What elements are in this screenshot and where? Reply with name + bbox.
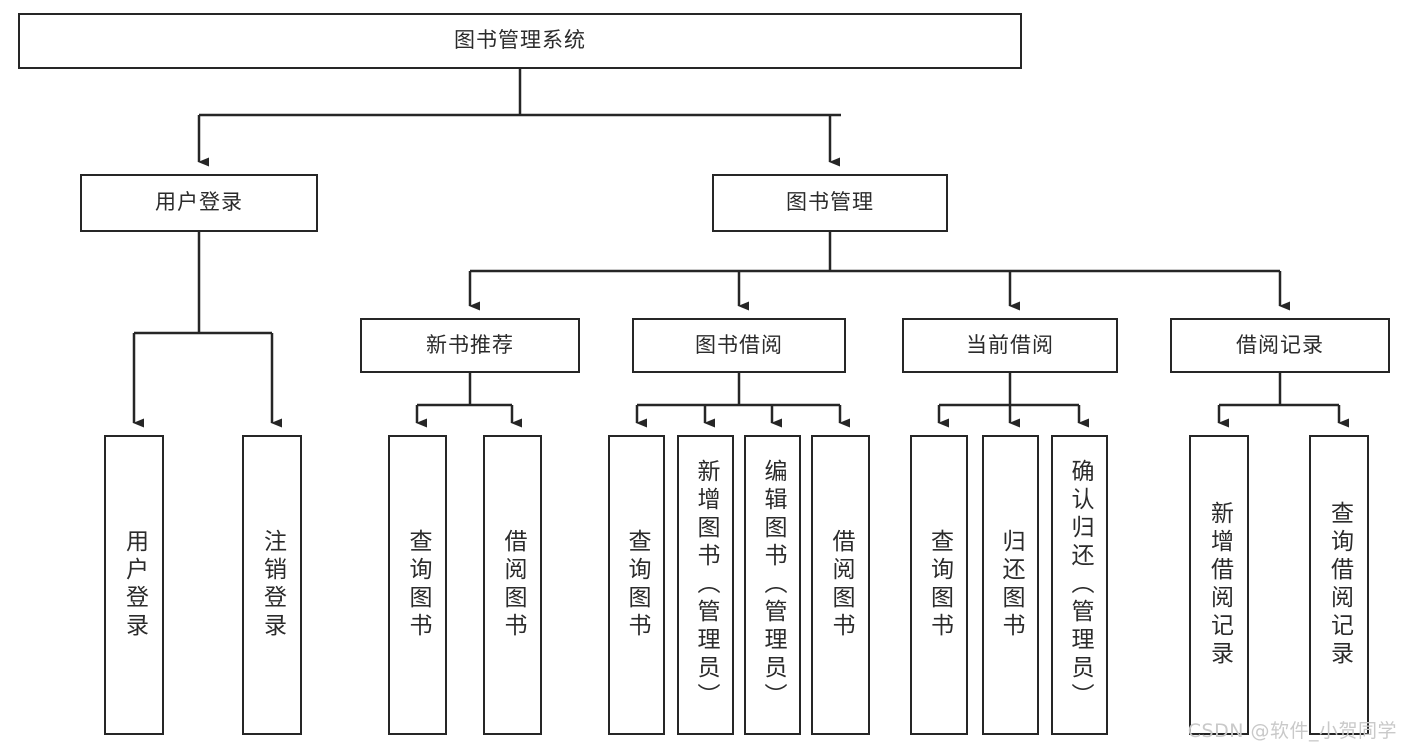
edge-book-manage-to-level3	[468, 232, 1290, 311]
edge-user-login-to-leaves	[132, 232, 282, 428]
node-user-login-label: 用户登录	[155, 190, 243, 215]
node-book-manage[interactable]: 图书管理	[712, 174, 948, 232]
leaf-edit-book-label: 编辑图书（管理员）	[760, 459, 786, 711]
node-book-manage-label: 图书管理	[786, 190, 874, 215]
edge-current-borrow-to-leaves	[937, 373, 1089, 428]
node-book-borrow-label: 图书借阅	[695, 332, 783, 357]
leaf-query-borrow-record-label: 查询借阅记录	[1326, 501, 1353, 669]
leaf-borrow-book-2-label: 借阅图书	[828, 529, 854, 641]
leaf-query-book-2-label: 查询图书	[624, 529, 650, 641]
leaf-return-book[interactable]: 归还图书	[982, 435, 1039, 735]
leaf-query-book-1[interactable]: 查询图书	[388, 435, 447, 735]
leaf-borrow-book-1-label: 借阅图书	[500, 529, 526, 641]
leaf-add-borrow-record-label: 新增借阅记录	[1206, 501, 1233, 669]
leaf-confirm-return[interactable]: 确认归还（管理员）	[1051, 435, 1108, 735]
leaf-query-book-2[interactable]: 查询图书	[608, 435, 665, 735]
leaf-query-book-3-label: 查询图书	[926, 529, 953, 641]
node-user-login[interactable]: 用户登录	[80, 174, 318, 232]
node-new-book-recommend[interactable]: 新书推荐	[360, 318, 580, 373]
leaf-borrow-book-2[interactable]: 借阅图书	[811, 435, 870, 735]
node-new-book-recommend-label: 新书推荐	[426, 332, 514, 357]
edge-new-book-rec-to-leaves	[415, 373, 522, 428]
leaf-query-book-1-label: 查询图书	[405, 529, 431, 641]
leaf-query-borrow-record[interactable]: 查询借阅记录	[1309, 435, 1369, 735]
edge-book-borrow-to-leaves	[635, 373, 850, 428]
node-current-borrow[interactable]: 当前借阅	[902, 318, 1118, 373]
leaf-user-login-label: 用户登录	[121, 529, 148, 641]
leaf-edit-book[interactable]: 编辑图书（管理员）	[744, 435, 801, 735]
leaf-logout[interactable]: 注销登录	[242, 435, 302, 735]
leaf-confirm-return-label: 确认归还（管理员）	[1067, 459, 1093, 711]
leaf-add-borrow-record[interactable]: 新增借阅记录	[1189, 435, 1249, 735]
leaf-query-book-3[interactable]: 查询图书	[910, 435, 968, 735]
leaf-user-login[interactable]: 用户登录	[104, 435, 164, 735]
leaf-add-book-label: 新增图书（管理员）	[693, 459, 719, 711]
leaf-logout-label: 注销登录	[259, 529, 286, 641]
leaf-add-book[interactable]: 新增图书（管理员）	[677, 435, 734, 735]
node-root-label: 图书管理系统	[454, 28, 586, 53]
node-book-borrow[interactable]: 图书借阅	[632, 318, 846, 373]
node-borrow-record-label: 借阅记录	[1236, 332, 1324, 357]
leaf-borrow-book-1[interactable]: 借阅图书	[483, 435, 542, 735]
edge-borrow-record-to-leaves	[1217, 373, 1349, 428]
leaf-return-book-label: 归还图书	[998, 529, 1024, 641]
node-current-borrow-label: 当前借阅	[966, 332, 1054, 357]
watermark: CSDN @软件_小贺同学	[1187, 720, 1397, 742]
node-root[interactable]: 图书管理系统	[18, 13, 1022, 69]
edge-root-to-level2	[197, 69, 841, 167]
node-borrow-record[interactable]: 借阅记录	[1170, 318, 1390, 373]
